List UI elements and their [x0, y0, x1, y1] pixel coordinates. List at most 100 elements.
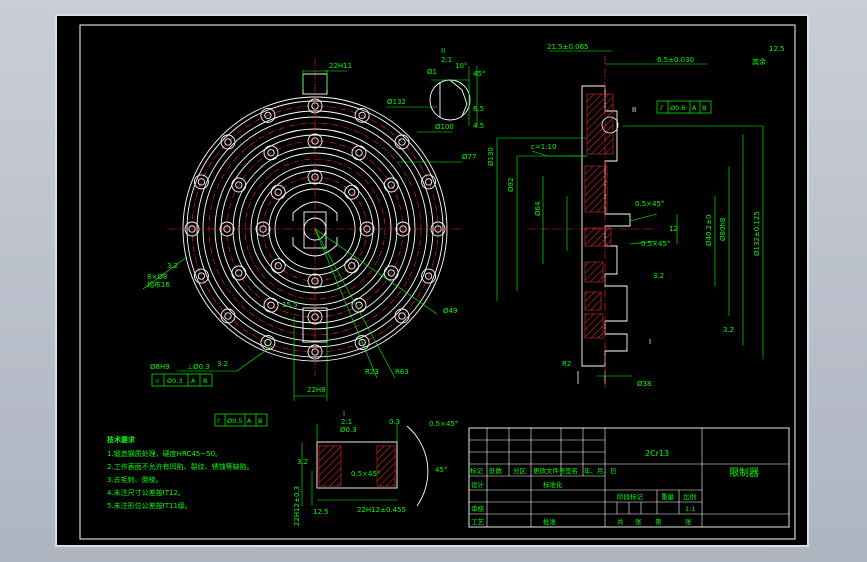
sec-top-width: 21.5±0.065 — [547, 43, 589, 51]
plan-hole-outer-1-4 — [383, 265, 399, 281]
tb-std: 标准化 — [543, 480, 563, 489]
sec-d40: Ø40.2±0 — [705, 215, 713, 246]
plan-hole-outer-0-14 — [220, 134, 236, 150]
detail-i-top-right: 0.3 — [389, 418, 400, 426]
tb-header-6: 年、月、日 — [584, 466, 617, 475]
plan-hole-outer-1-7 — [263, 297, 279, 313]
detail-ii-h: 10° — [455, 62, 467, 70]
detail-i-left2: 12.5 — [313, 508, 329, 516]
sec-chamfer2: 0.5×45° — [641, 240, 670, 248]
plan-hole-outer-1-8 — [231, 265, 247, 281]
plan-tol-symbol: ⌭ — [155, 377, 160, 385]
plan-hole-inner-0-14 — [224, 138, 232, 146]
detail-ii-w: Ø1 — [427, 68, 437, 76]
tb-part-name: 限制器 — [729, 466, 759, 479]
sec-tol-datum-b: B — [702, 104, 706, 112]
sec-tol-value: Ø0.6 — [670, 104, 685, 112]
sec-tol-symbol: ⫽ — [659, 104, 663, 112]
plan-hole-inner-1-7 — [267, 301, 275, 309]
plan-hole-inner-0-9 — [264, 338, 272, 347]
plan-hole-outer-1-2 — [383, 177, 399, 193]
tech-note-1: 1.锻造钢质处理，硬度HRC45~50。 — [107, 449, 222, 458]
dim-d49: Ø49 — [443, 307, 457, 315]
detail-i-left: 22H12±0.3 — [293, 486, 301, 526]
tech-note-5: 5.未注形位公差按IT11级。 — [107, 501, 192, 510]
rough-left: 3.2 — [167, 262, 178, 270]
plan-hole-inner-2-7 — [274, 188, 282, 196]
sec-bottom: Ø38 — [637, 380, 651, 388]
plan-hole-outer-1-1 — [351, 145, 367, 161]
surface-value: 12.5 — [769, 45, 785, 53]
detail-i-label: I — [343, 410, 345, 418]
sec-label-ii: II — [632, 106, 636, 114]
plan-hole-outer-2-3 — [344, 258, 360, 274]
dim-d132: Ø132 — [387, 98, 406, 106]
plan-hole-inner-0-13 — [197, 178, 206, 186]
detail-i-tol-symbol: ⫽ — [216, 417, 220, 425]
tb-header-3: 分区 — [513, 466, 527, 475]
tb-header-2: 处数 — [489, 466, 503, 475]
detail-i-bottom: 22H12±0.455 — [357, 506, 406, 514]
detail-ii-label: II — [441, 47, 445, 55]
plan-hole-inner-2-1 — [348, 188, 356, 196]
section-view: 21.5±0.065 6.5±0.030 c=1:10 Ø130 Ø92 Ø64… — [487, 43, 785, 388]
sec-d92: Ø92 — [507, 178, 515, 192]
detail-i-tol-datum-a: A — [247, 417, 252, 425]
tb-sheet-no: 第 — [655, 517, 662, 526]
tb-header-4: 更改文件号 — [533, 466, 566, 475]
sec-rough: 3.2 — [653, 272, 664, 280]
plan-hole-outer-2-7 — [270, 184, 286, 200]
detail-i-tolerance-frame: ⫽ Ø0.5 A B — [214, 413, 268, 427]
title-block: 2Cr13 限制器 标记 处数 分区 更改文件号 签名 年、月、日 设计 审核 … — [468, 427, 790, 528]
tb-sheet: 张 — [635, 517, 642, 526]
rough-bottom: 3.2 — [217, 360, 228, 368]
drawing-sheet: 22H11 Ø132 Ø100 Ø77 Ø49 15.5 22H8 R23 R6… — [55, 14, 809, 547]
inner-frame — [79, 24, 796, 540]
sec-label-i: I — [649, 338, 651, 346]
dim-top-slot: 22H11 — [329, 62, 352, 70]
detail-ii-c: 4.5 — [473, 122, 484, 130]
plan-tol-datum-b: B — [203, 377, 207, 385]
tech-notes: 技术要求 1.锻造钢质处理，硬度HRC45~50。 2.工作表面不允许有凹陷、裂… — [107, 435, 254, 510]
tb-row-process: 工艺 — [471, 518, 485, 526]
detail-ii-b: 6.5 — [473, 105, 484, 113]
plan-hole-inner-0-6 — [398, 312, 406, 320]
plan-hole-outer-1-0 — [307, 133, 323, 149]
dim-slot-width: 15.5 — [282, 301, 298, 309]
plan-hole-inner-0-15 — [264, 111, 272, 120]
plan-dimensions: 22H11 Ø132 Ø100 Ø77 Ø49 15.5 22H8 R23 R6… — [147, 62, 476, 394]
plan-hole-inner-0-7 — [358, 338, 366, 347]
dim-r23: R23 — [365, 368, 379, 376]
plan-bottom-label: Ø8H9 — [150, 363, 170, 371]
plan-hole-outer-0-5 — [421, 268, 437, 284]
sec-d130: Ø130 — [487, 147, 495, 166]
plan-hole-outer-0-13 — [193, 174, 209, 190]
plan-hole-inner-1-11 — [267, 149, 275, 157]
plan-hole-outer-0-15 — [260, 107, 276, 123]
sec-tol-datum-a: A — [692, 104, 697, 112]
plan-tol-value: Ø0.3 — [167, 377, 182, 385]
tech-note-4: 4.未注尺寸公差按IT12。 — [107, 488, 185, 497]
plan-hole-inner-1-1 — [355, 149, 363, 157]
tb-approve: 批准 — [543, 517, 557, 526]
tb-header-1: 标记 — [470, 466, 484, 475]
sec-d80: Ø80h8 — [719, 218, 727, 241]
sec-taper: c=1:10 — [531, 143, 556, 151]
plan-hole-inner-0-10 — [224, 312, 232, 320]
detail-i-tol-datum-b: B — [258, 417, 262, 425]
plan-hole-outer-2-1 — [344, 184, 360, 200]
tb-scale: 1:1 — [685, 505, 695, 513]
sec-rough2: 3.2 — [723, 326, 734, 334]
detail-ii: II 2:1 Ø1 10° 45° 6.5 4.5 — [427, 47, 485, 130]
plan-hole-inner-1-10 — [235, 181, 243, 189]
sec-r2: R2 — [562, 360, 571, 368]
section-tolerance-frame: ⫽ Ø0.6 A B — [656, 100, 712, 114]
plan-hole-inner-1-8 — [235, 269, 243, 277]
plan-hole-inner-1-2 — [387, 181, 395, 189]
detail-i: I 2:1 Ø0.3 0.3 0.5×45° 0.5×45° 45° 22H12… — [214, 410, 458, 526]
detail-i-left3: 3.2 — [297, 458, 308, 466]
plan-tol-datum-a: A — [191, 377, 196, 385]
sec-chamfer1: 0.5×45° — [635, 200, 664, 208]
dim-d100: Ø100 — [435, 123, 454, 131]
tb-row-design: 设计 — [471, 480, 485, 489]
